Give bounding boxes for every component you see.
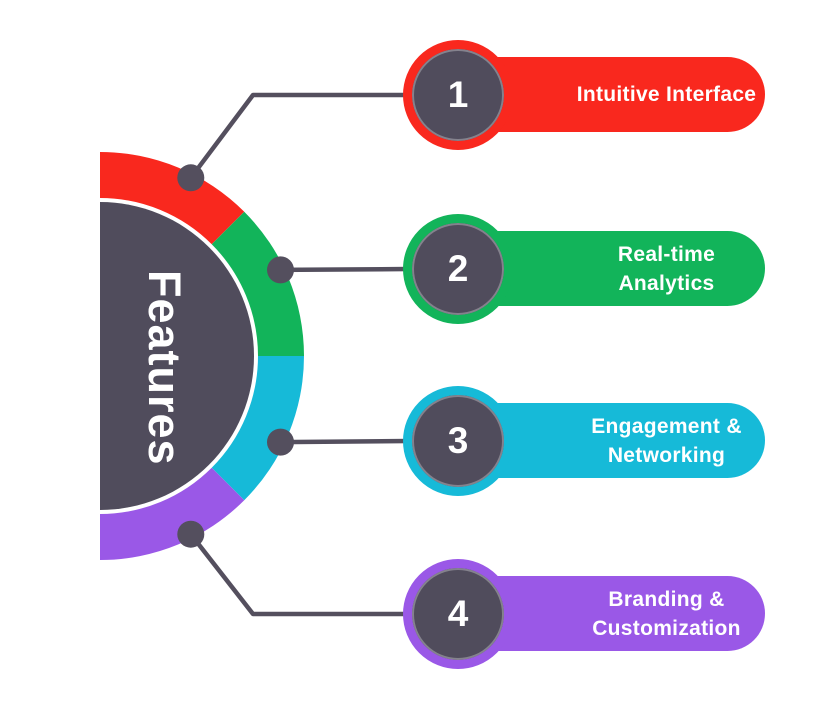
feature-number: 2 bbox=[447, 248, 469, 289]
connector-line-1 bbox=[188, 92, 412, 181]
feature-number-circle: 3 bbox=[403, 386, 513, 496]
connector-dot-4 bbox=[177, 520, 205, 548]
wheel-segment-cyan bbox=[211, 356, 304, 501]
feature-label: Real-time Analytics bbox=[617, 242, 716, 295]
connector-line-3 bbox=[278, 438, 412, 445]
feature-item-2: Real-time Analytics 2 bbox=[403, 214, 765, 324]
feature-number-circle: 1 bbox=[403, 40, 513, 150]
connector-dot-3 bbox=[267, 428, 294, 456]
feature-label: Branding & Customization bbox=[592, 587, 741, 640]
feature-item-4: Branding & Customization 4 bbox=[403, 559, 765, 669]
wheel-segment-red bbox=[100, 152, 245, 245]
wheel-segment-green bbox=[211, 211, 304, 356]
feature-item-1: Intuitive Interface 1 bbox=[403, 40, 765, 150]
connector-dot-2 bbox=[267, 256, 294, 284]
feature-number: 1 bbox=[447, 74, 469, 115]
wheel-center bbox=[100, 202, 254, 510]
feature-number-circle: 4 bbox=[403, 559, 513, 669]
feature-label: Intuitive Interface bbox=[576, 83, 757, 106]
feature-number: 3 bbox=[447, 420, 469, 461]
wheel-segment-purple bbox=[100, 467, 245, 560]
feature-pill-bar: Branding & Customization bbox=[458, 576, 765, 651]
wheel-title: Features bbox=[139, 270, 190, 466]
feature-label: Engagement & Networking bbox=[591, 414, 742, 467]
connector-line-4 bbox=[188, 531, 412, 617]
feature-number: 4 bbox=[447, 593, 469, 634]
connector-dot-1 bbox=[177, 164, 205, 192]
feature-item-3: Engagement & Networking 3 bbox=[403, 386, 765, 496]
connector-line-2 bbox=[278, 266, 412, 273]
feature-pill-bar: Engagement & Networking bbox=[458, 403, 765, 478]
feature-number-circle: 2 bbox=[403, 214, 513, 324]
